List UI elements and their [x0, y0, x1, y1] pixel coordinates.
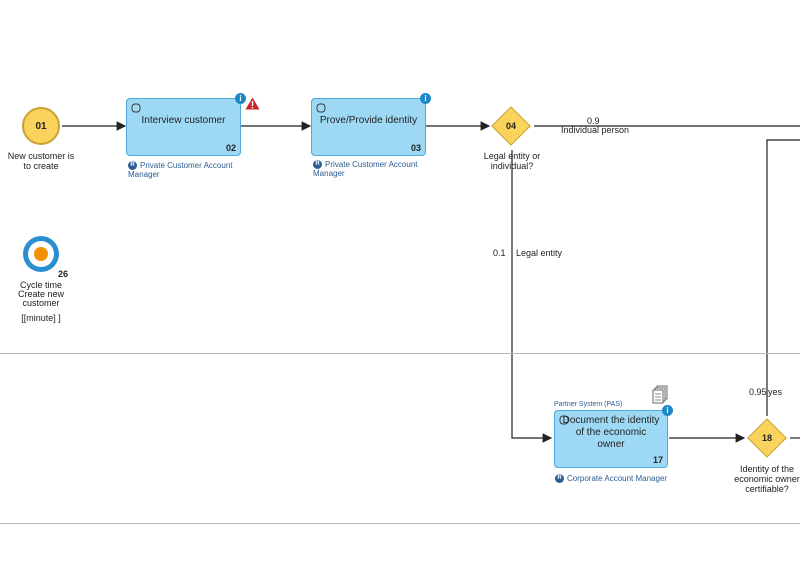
kpi-unit: [[minute] ]	[21, 313, 61, 323]
edge-probability: 0.1	[493, 248, 506, 258]
service-task-icon	[131, 103, 141, 113]
document-stack-icon[interactable]	[652, 385, 668, 405]
system-label: Partner System (PAS)	[554, 401, 623, 408]
task-title: Document the identity of the economic ow…	[562, 415, 660, 450]
role-icon: R	[128, 161, 137, 171]
task-prove-identity[interactable]: Prove/Provide identity 03	[311, 98, 426, 156]
task-interview-customer[interactable]: Interview customer 02	[126, 98, 241, 156]
edge-probability: 0.95	[749, 387, 767, 397]
task-document-economic-owner[interactable]: Document the identity of the economic ow…	[554, 410, 668, 468]
kpi-icon[interactable]	[21, 234, 61, 274]
gateway-number: 18	[761, 433, 772, 443]
gateway-label: Legal entity or individual?	[483, 151, 541, 171]
info-icon[interactable]: i	[235, 93, 246, 104]
flow-18-yes[interactable]	[766, 139, 800, 416]
kpi-line1: Cycle time	[19, 280, 62, 290]
start-event[interactable]: 01	[22, 107, 60, 145]
task-title: Interview customer	[141, 115, 226, 126]
info-icon[interactable]: i	[662, 405, 673, 416]
role-text: Private Customer Account Manager	[128, 161, 233, 180]
lane-divider-bottom	[0, 523, 800, 524]
gateway-number: 04	[505, 121, 516, 131]
role-icon: R	[313, 160, 322, 170]
task-title: Prove/Provide identity	[319, 115, 418, 126]
edge-probability: 0.9	[587, 116, 600, 126]
start-event-number: 01	[35, 120, 47, 132]
edge-label: yes	[768, 387, 783, 397]
info-icon[interactable]: i	[420, 93, 431, 104]
task-number: 03	[410, 143, 421, 153]
lane-divider-top	[0, 353, 800, 354]
task-number: 02	[225, 143, 236, 153]
service-task-icon	[316, 103, 326, 113]
service-task-icon	[559, 415, 569, 425]
gateway-label: Identity of the economic owner certifiab…	[734, 464, 800, 494]
edge-label: Legal entity	[516, 248, 563, 258]
role-text: Corporate Account Manager	[567, 474, 668, 483]
kpi-line3: customer	[22, 298, 60, 308]
warning-icon[interactable]	[245, 97, 260, 110]
edge-label: Individual person	[561, 125, 630, 135]
role-text: Private Customer Account Manager	[313, 160, 418, 179]
flow-04-17[interactable]	[511, 150, 553, 443]
role-icon: R	[555, 474, 564, 484]
task-number: 17	[652, 455, 663, 465]
start-event-label: New customer is to create	[7, 151, 75, 171]
kpi-line2: Create new	[17, 289, 65, 299]
kpi-number: 26	[58, 269, 69, 279]
